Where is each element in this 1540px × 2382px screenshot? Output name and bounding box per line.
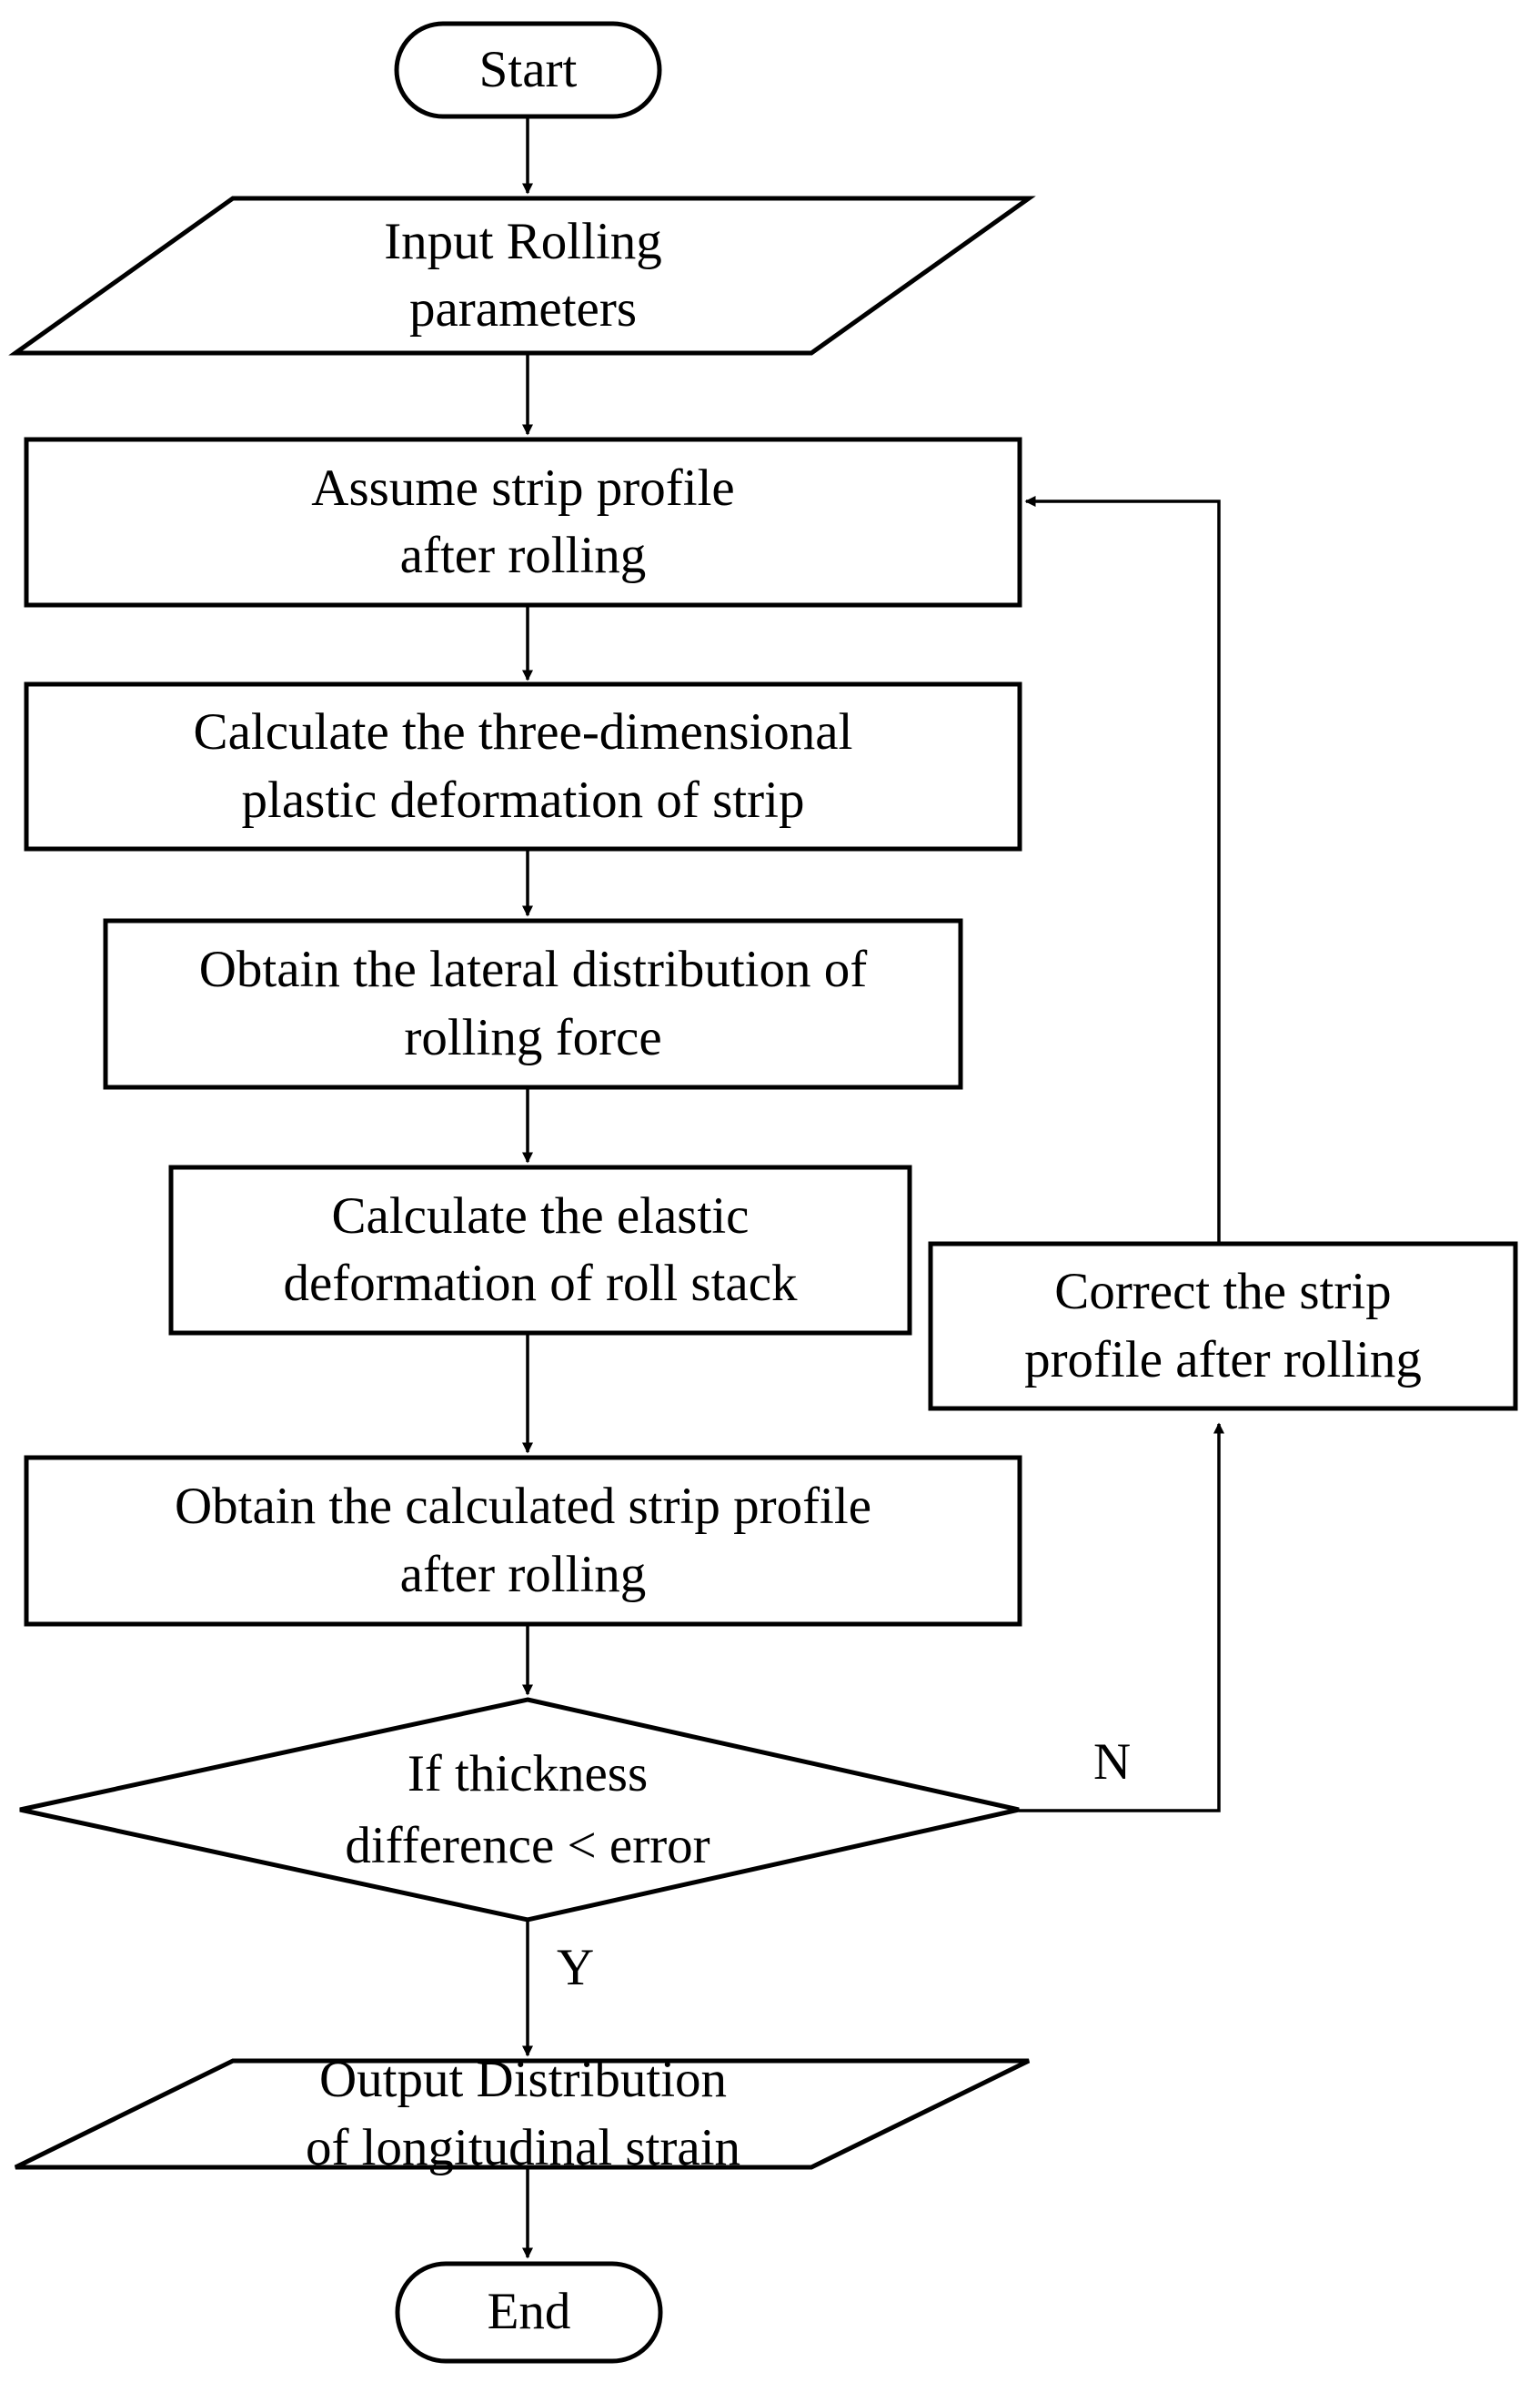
shape-obtain-calculated-box[interactable] xyxy=(24,1455,1022,1627)
shape-assume-profile-box[interactable] xyxy=(24,437,1022,608)
shape-obtain-lateral-box[interactable] xyxy=(103,918,963,1090)
shape-input-parallelogram[interactable] xyxy=(8,196,1036,356)
connector-decision-no-to-correct xyxy=(1019,1422,1224,1812)
shape-calc-plastic-box[interactable] xyxy=(24,681,1022,852)
shape-output-parallelogram[interactable] xyxy=(14,2058,1031,2170)
shape-start-terminal[interactable] xyxy=(394,21,662,119)
shape-correct-profile-box[interactable] xyxy=(928,1241,1518,1411)
connector-correct-to-assume xyxy=(1024,496,1221,1244)
shape-end-terminal[interactable] xyxy=(395,2261,663,2364)
shape-calc-elastic-box[interactable] xyxy=(168,1165,912,1336)
shape-decision-diamond[interactable] xyxy=(19,1697,1020,1923)
